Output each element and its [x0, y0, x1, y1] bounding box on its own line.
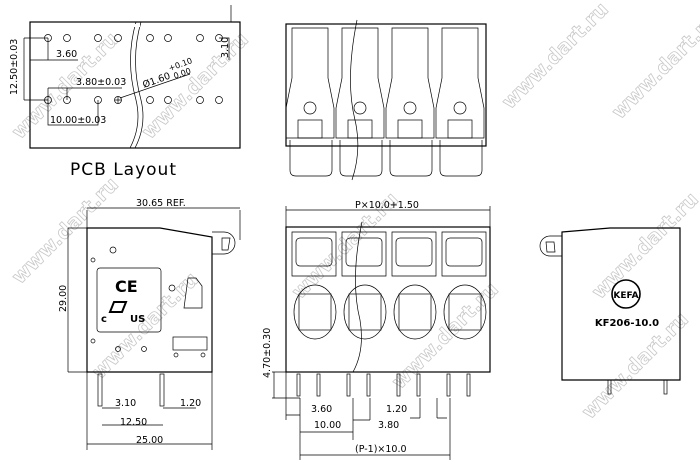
- right-side-view: KEFA KF206-10.0: [539, 227, 681, 395]
- dim-pin-offset: 3.10: [115, 398, 136, 409]
- dim-span: (P-1)×10.0: [355, 444, 407, 455]
- dim-offset: 3.60: [56, 49, 77, 60]
- dim-pin-spacing: 3.80±0.03: [76, 77, 126, 88]
- watermark: www.dart.ru: [497, 0, 613, 114]
- ce-mark: CE: [115, 277, 138, 296]
- model-label: KF206-10.0: [595, 318, 659, 329]
- dim-base: 25.00: [136, 435, 163, 446]
- kefa-logo: [611, 279, 641, 309]
- dim-pin-length: 4.70±0.30: [262, 328, 273, 378]
- watermarks: www.dart.ru www.dart.ru www.dart.ru www.…: [6, 0, 700, 424]
- dim-total: P×10.0+1.50: [355, 200, 419, 211]
- ul-mark-c: c: [101, 314, 107, 325]
- dim-row-spacing: 12.50±0.03: [9, 39, 20, 95]
- ul-mark-icon: [108, 301, 128, 313]
- dim-hole-diameter: Ø1.60: [141, 71, 172, 91]
- watermark: www.dart.ru: [7, 172, 123, 288]
- ul-mark-us: US: [130, 314, 145, 325]
- pcb-layout-title: PCB Layout: [70, 160, 177, 180]
- front-view: P×10.0+1.50 4.70±0.30 3.60 1.20 10.00 3.…: [262, 200, 491, 460]
- dim-pitch: 10.00: [314, 420, 341, 431]
- dim-pin-width: 1.20: [386, 404, 407, 415]
- dim-pin-spacing: 12.50: [120, 417, 147, 428]
- dim-height: 29.00: [58, 285, 69, 312]
- brand-label: KEFA: [613, 291, 638, 301]
- watermark: www.dart.ru: [587, 187, 700, 303]
- watermark: www.dart.ru: [607, 7, 700, 123]
- dim-edge: 3.10: [220, 37, 231, 58]
- side-view: CE c US 30.65 REF. 29.00 3.10 1.20 12.50…: [58, 198, 241, 450]
- watermark: www.dart.ru: [87, 267, 203, 383]
- top-view: [285, 19, 487, 181]
- dim-length: 30.65 REF.: [136, 198, 186, 209]
- dim-pin-width: 1.20: [180, 398, 201, 409]
- dim-offset: 3.60: [311, 404, 332, 415]
- dim-pin-spacing: 3.80: [378, 420, 399, 431]
- dim-pitch: 10.00±0.03: [50, 115, 106, 126]
